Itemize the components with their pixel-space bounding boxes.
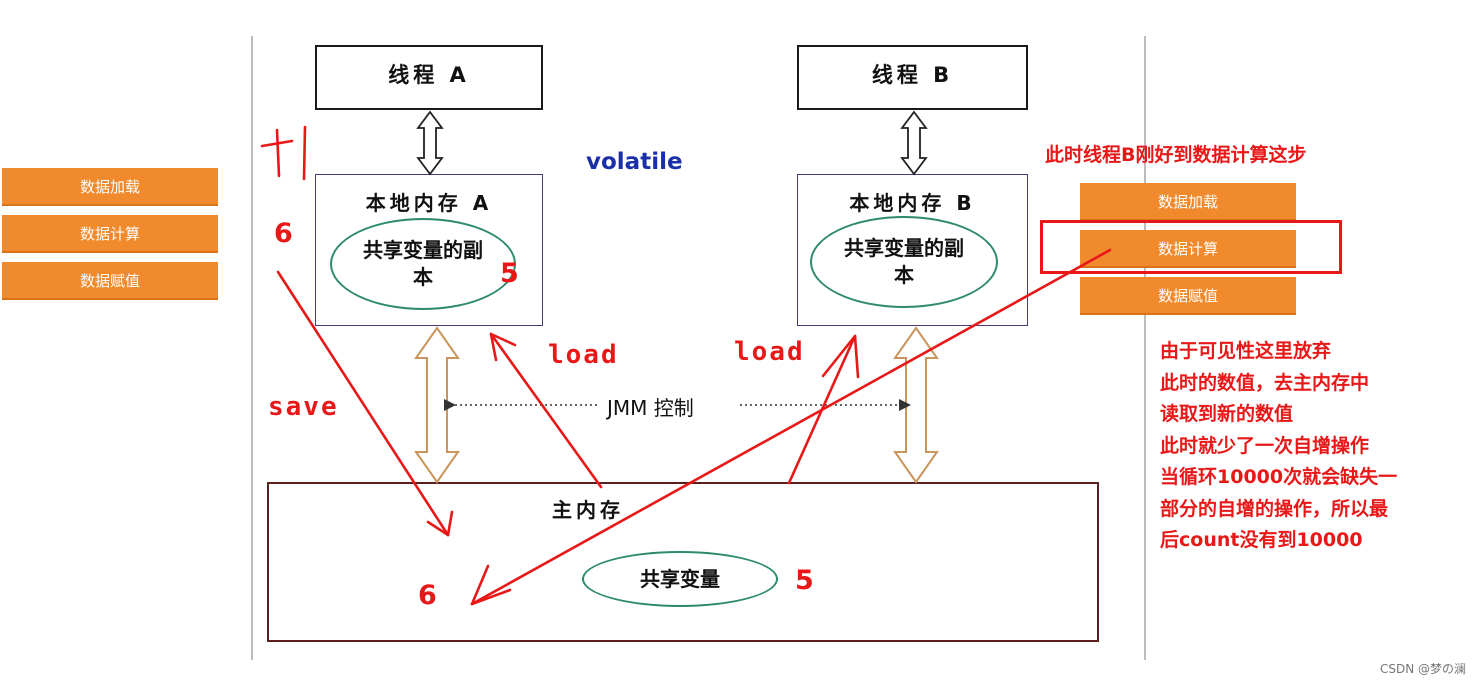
left-step-load: 数据加载 [2, 168, 218, 206]
writeback-arrow [470, 248, 1112, 606]
shared-variable-ellipse: 共享变量 [582, 551, 778, 607]
volatile-label: volatile [586, 149, 683, 175]
right-step-compute: 数据计算 [1080, 230, 1296, 268]
label-five-main: 5 [795, 565, 814, 596]
right-step-assign: 数据赋值 [1080, 277, 1296, 315]
local-a-main-arrow [414, 326, 460, 484]
label-load-a: load [548, 340, 619, 370]
explanation-line: 由于可见性这里放弃 [1160, 340, 1332, 362]
local-b-main-arrow [893, 326, 939, 484]
explanation-block: 由于可见性这里放弃 此时的数值，去主内存中 读取到新的数值 此时就少了一次自增操… [1160, 336, 1397, 557]
load-a-arrow [489, 332, 603, 489]
thread-b-note: 此时线程B刚好到数据计算这步 [1045, 144, 1307, 166]
thread-b-box: 线程 B [797, 45, 1028, 110]
label-six-top: 6 [274, 218, 293, 249]
main-memory-title: 主内存 [552, 498, 624, 522]
local-memory-a-title: 本地内存 A [365, 191, 493, 215]
explanation-line: 此时的数值，去主内存中 [1160, 371, 1370, 394]
left-step-assign: 数据赋值 [2, 262, 218, 300]
thread-b-title: 线程 B [871, 63, 954, 87]
save-arrow [276, 270, 450, 537]
thread-a-title: 线程 A [388, 63, 470, 87]
right-divider [1144, 36, 1146, 660]
left-divider [251, 36, 253, 660]
copy-ellipse-b: 共享变量的副本 [810, 216, 998, 308]
local-memory-b-title: 本地内存 B [849, 191, 976, 215]
thread-a-link-arrow [416, 110, 444, 176]
label-five-local: 5 [500, 258, 519, 289]
explanation-line: 当循环10000次就会缺失一 [1160, 466, 1398, 488]
label-save: save [268, 392, 339, 422]
watermark: CSDN @梦の澜 [1380, 662, 1467, 676]
explanation-line: 后count没有到10000 [1160, 529, 1363, 551]
thread-a-box: 线程 A [315, 45, 543, 110]
label-six-main: 6 [418, 580, 437, 611]
copy-ellipse-a: 共享变量的副本 [330, 218, 516, 310]
explanation-line: 读取到新的数值 [1160, 403, 1294, 425]
thread-b-link-arrow [900, 110, 928, 176]
explanation-line: 此时就少了一次自增操作 [1160, 434, 1370, 457]
highlight-compute-box [1040, 220, 1342, 274]
left-step-compute: 数据计算 [2, 215, 218, 253]
label-load-b: load [734, 337, 805, 367]
jmm-label: JMM 控制 [603, 392, 698, 421]
explanation-line: 部分的自增的操作，所以最 [1160, 497, 1389, 520]
